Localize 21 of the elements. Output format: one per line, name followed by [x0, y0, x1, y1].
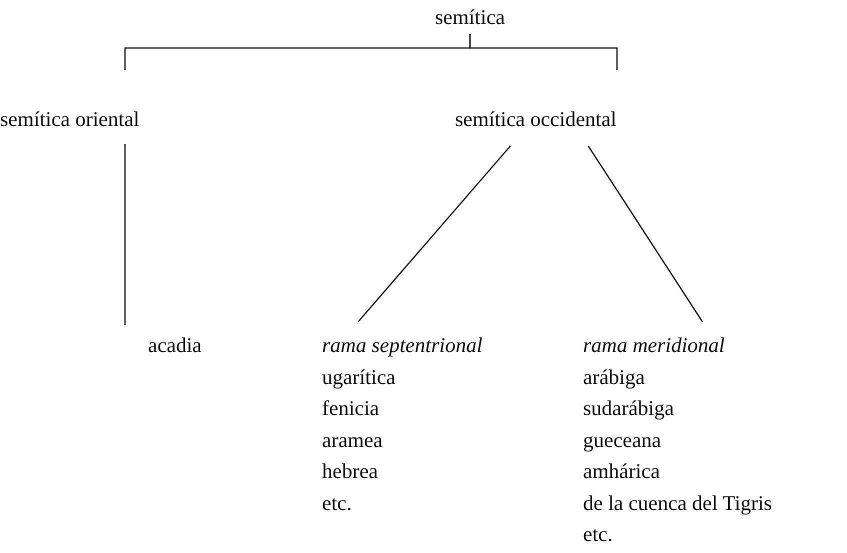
connector-line	[469, 34, 618, 70]
language-name: ugarítica	[322, 364, 396, 390]
connector-line	[358, 146, 511, 322]
language-name: arábiga	[583, 364, 645, 390]
branch-heading: rama septentrional	[322, 332, 482, 359]
language-name: amhárica	[583, 458, 660, 485]
language-name: aramea	[322, 426, 383, 454]
language-name: gueceana	[583, 426, 662, 454]
language-name: fenicia	[322, 395, 380, 422]
language-name: etc.	[322, 490, 352, 516]
language-name: acadia	[148, 332, 202, 359]
connector-line	[124, 144, 126, 325]
language-name: semítica	[435, 4, 505, 31]
connector-line	[588, 146, 704, 322]
language-name: de la cuenca del Tigris	[583, 490, 772, 516]
language-name: hebrea	[322, 458, 378, 485]
language-name: etc.	[583, 521, 613, 548]
language-name: sudarábiga	[583, 395, 674, 422]
language-name: semítica oriental	[0, 106, 140, 133]
language-name: semítica occidental	[455, 106, 617, 133]
branch-heading: rama meridional	[583, 332, 725, 359]
